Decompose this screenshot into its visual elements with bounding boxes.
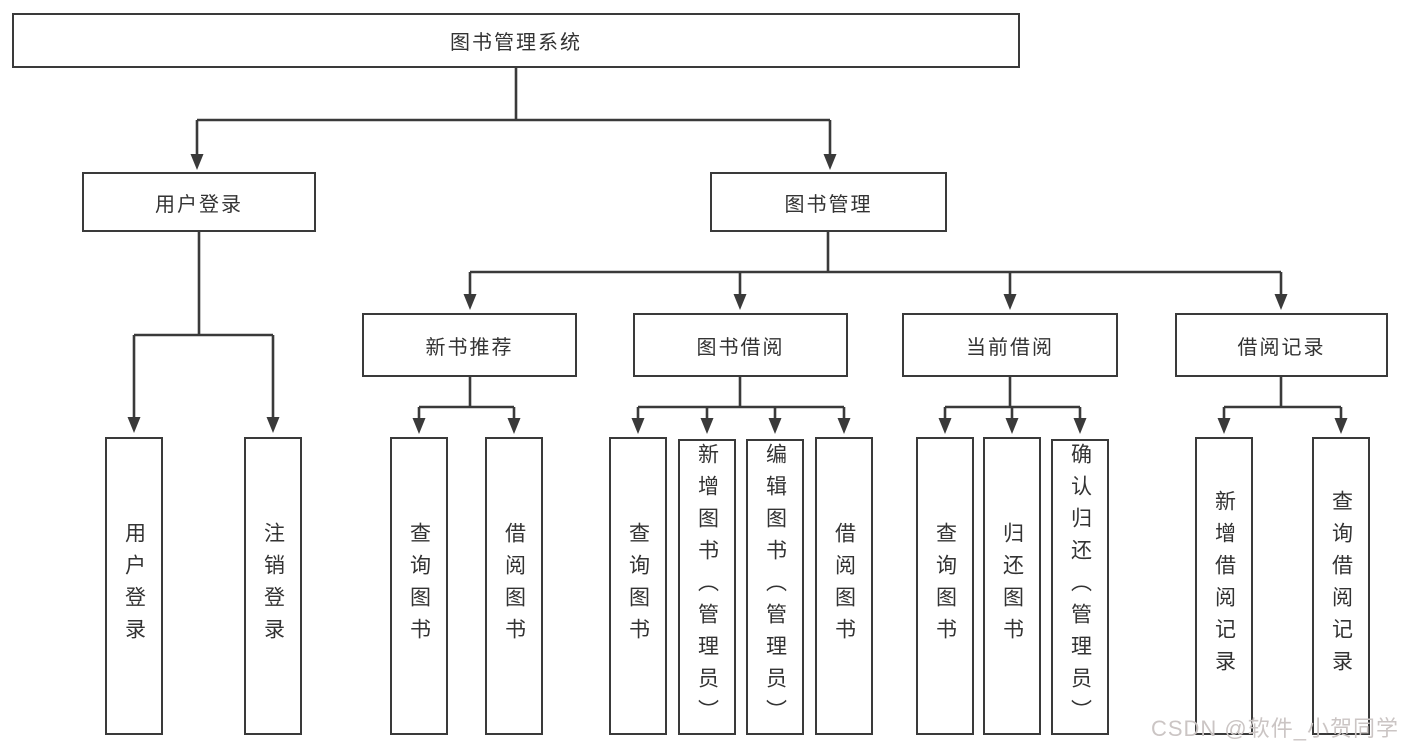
csdn-watermark: CSDN @软件_小贺同学 <box>1150 716 1399 741</box>
leaf-edit-books-admin: 编辑图书（管理员） <box>746 439 804 735</box>
leaf-query-books-recommend: 查询图书 <box>390 437 448 735</box>
node-book-borrowing: 图书借阅 <box>633 313 848 377</box>
leaf-borrow-books: 借阅图书 <box>815 437 873 735</box>
leaf-confirm-return-admin: 确认归还（管理员） <box>1051 439 1109 735</box>
leaf-query-borrow-record: 查询借阅记录 <box>1312 437 1370 735</box>
leaf-query-books-borrowing: 查询图书 <box>609 437 667 735</box>
leaf-logout: 注销登录 <box>244 437 302 735</box>
node-user-login: 用户登录 <box>82 172 316 232</box>
node-library-management-system: 图书管理系统 <box>12 13 1020 68</box>
leaf-add-borrow-record: 新增借阅记录 <box>1195 437 1253 735</box>
node-new-book-recommendation: 新书推荐 <box>362 313 577 377</box>
leaf-return-books: 归还图书 <box>983 437 1041 735</box>
leaf-query-books-current: 查询图书 <box>916 437 974 735</box>
leaf-add-books-admin: 新增图书（管理员） <box>678 439 736 735</box>
leaf-user-login: 用户登录 <box>105 437 163 735</box>
node-book-management: 图书管理 <box>710 172 947 232</box>
leaf-borrow-books-recommend: 借阅图书 <box>485 437 543 735</box>
node-current-borrowing: 当前借阅 <box>902 313 1118 377</box>
node-borrowing-records: 借阅记录 <box>1175 313 1388 377</box>
